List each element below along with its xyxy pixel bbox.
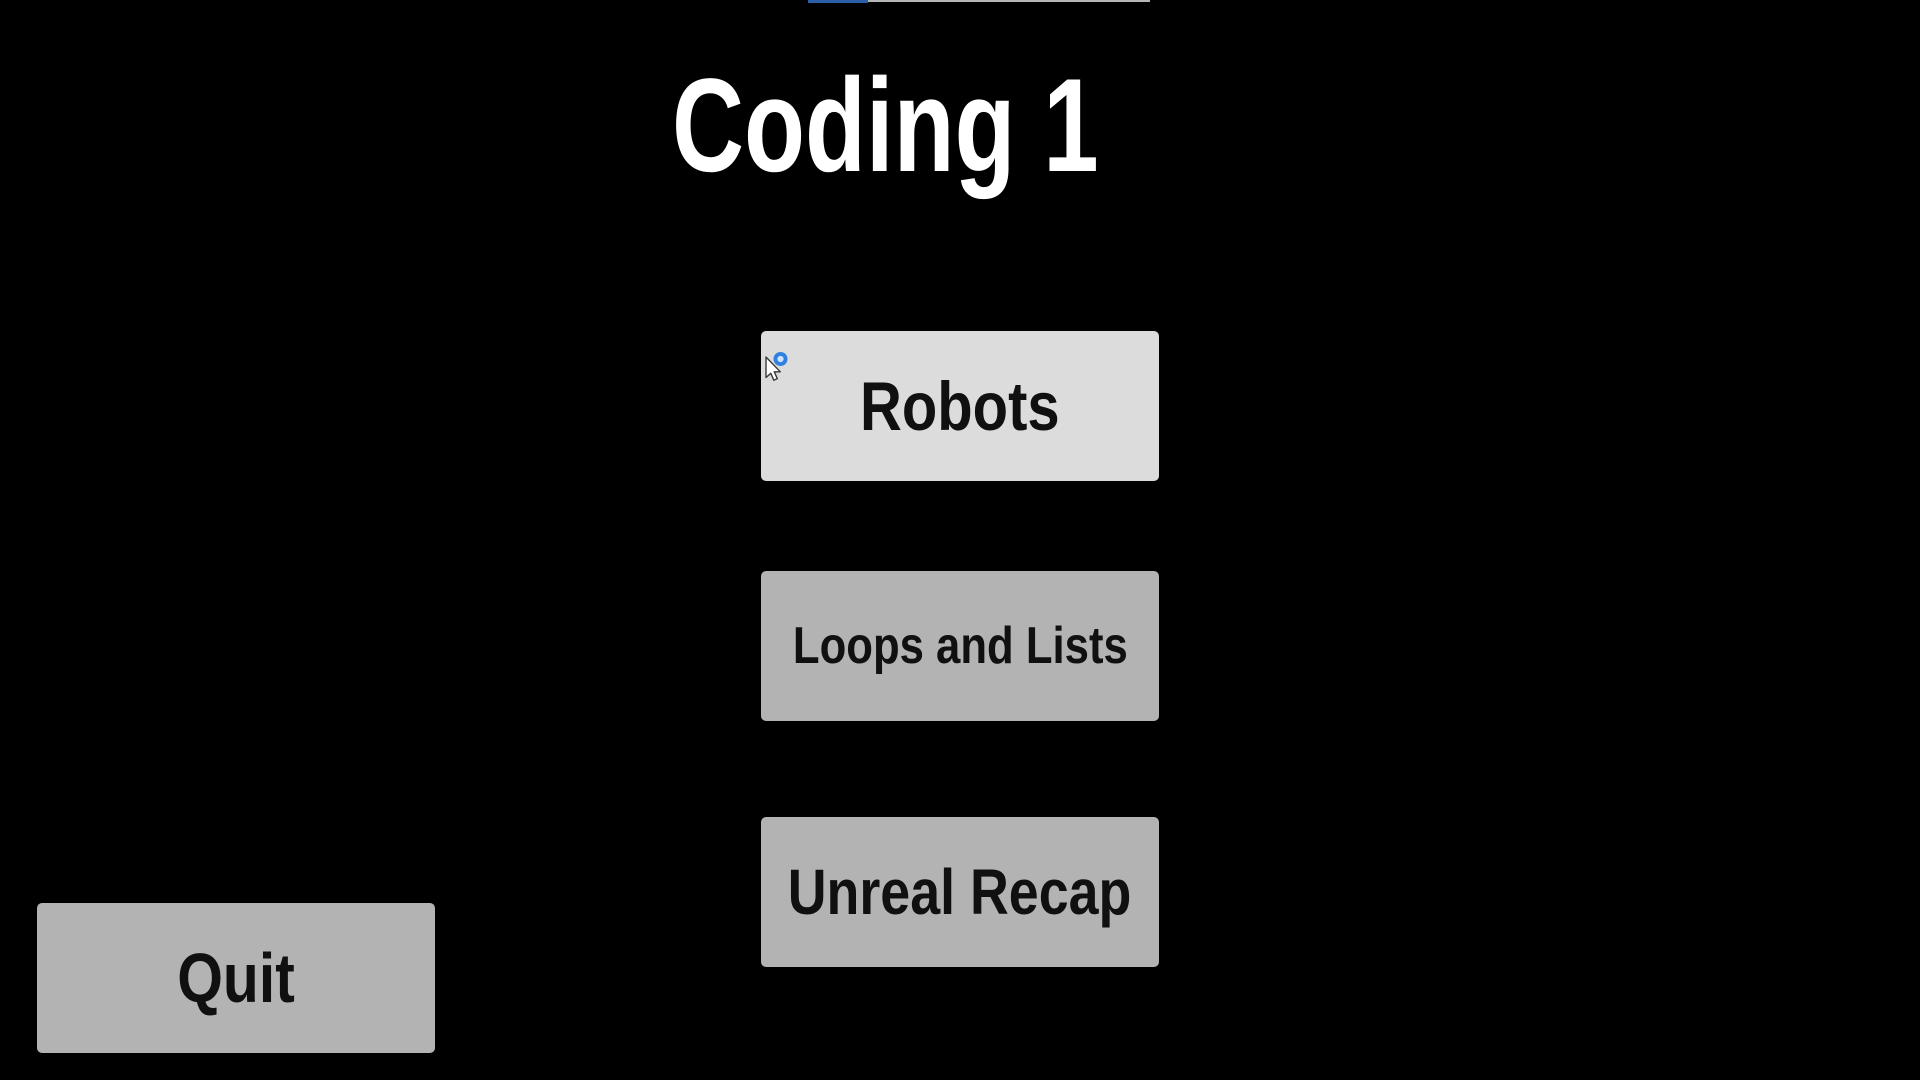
loops-and-lists-button[interactable]: Loops and Lists bbox=[761, 571, 1159, 721]
unreal-recap-button-label: Unreal Recap bbox=[788, 856, 1132, 928]
progress-fill-blue bbox=[808, 0, 868, 3]
quit-button-label: Quit bbox=[177, 939, 295, 1017]
loops-and-lists-button-label: Loops and Lists bbox=[792, 617, 1128, 675]
page-title: Coding 1 bbox=[672, 52, 1099, 200]
top-progress-bar bbox=[808, 0, 1150, 3]
robots-button[interactable]: Robots bbox=[761, 331, 1159, 481]
unreal-recap-button[interactable]: Unreal Recap bbox=[761, 817, 1159, 967]
progress-track bbox=[868, 0, 1150, 2]
robots-button-label: Robots bbox=[860, 367, 1060, 445]
quit-button[interactable]: Quit bbox=[37, 903, 435, 1053]
